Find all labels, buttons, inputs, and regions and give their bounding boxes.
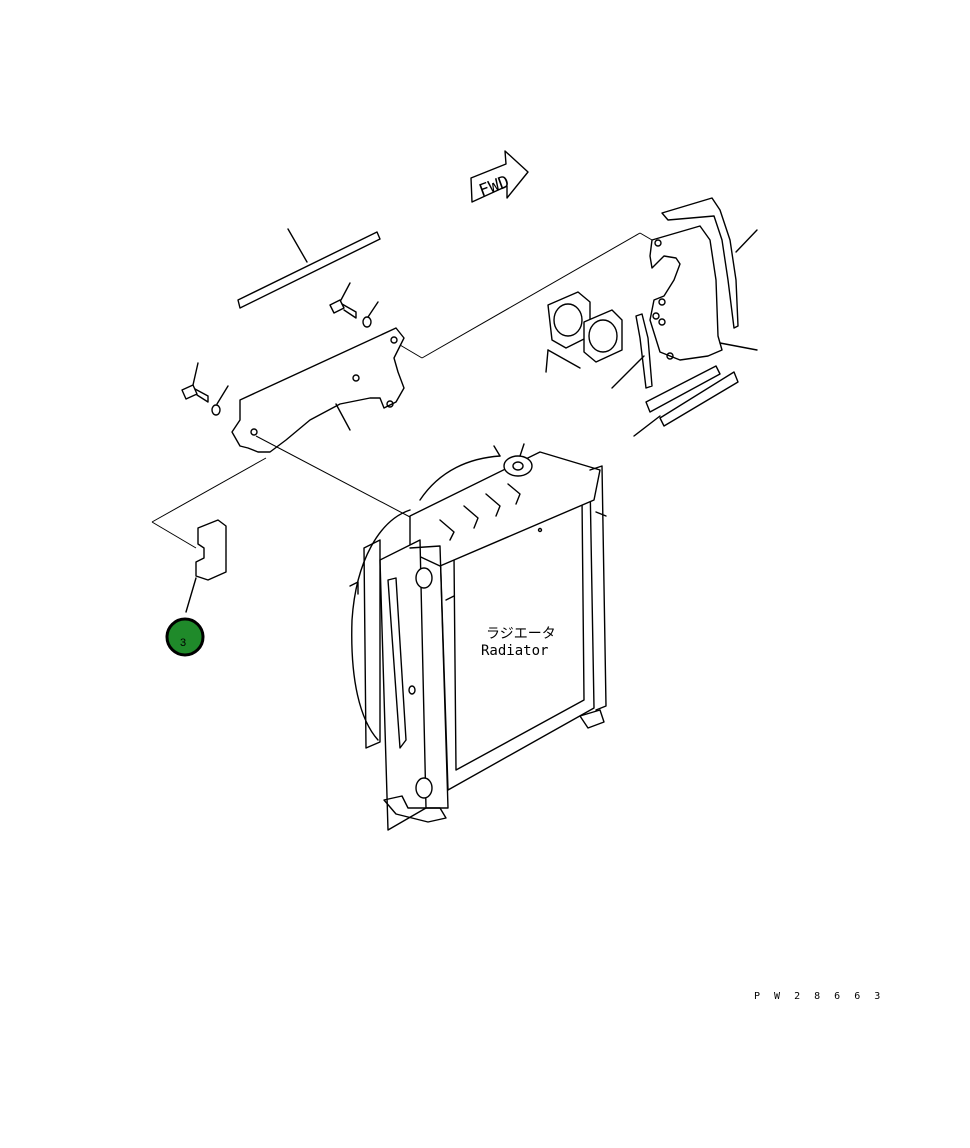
shroud-plate-right bbox=[649, 225, 758, 361]
radiator-assembly bbox=[349, 443, 607, 831]
fwd-arrow-icon: FWD bbox=[470, 150, 529, 203]
bolt-upper bbox=[329, 282, 379, 328]
block-part bbox=[185, 519, 227, 613]
callout-bubble-3[interactable]: 3 bbox=[165, 617, 205, 657]
radiator-label-en: Radiator bbox=[481, 643, 548, 659]
drawing-code: P W 2 8 6 6 3 bbox=[754, 991, 884, 1002]
curved-seal-right bbox=[661, 197, 758, 329]
callout-number: 3 bbox=[180, 637, 186, 649]
shroud-plate-left bbox=[231, 327, 405, 453]
gasket-2 bbox=[583, 309, 623, 363]
radiator-label-jp: ラジエータ bbox=[486, 626, 556, 642]
bolt-lower bbox=[181, 362, 229, 416]
seal-strip-vertical bbox=[611, 313, 653, 389]
seal-strip-top bbox=[237, 228, 381, 309]
leader-lines bbox=[151, 232, 653, 549]
seal-strips-bottom bbox=[633, 365, 739, 437]
